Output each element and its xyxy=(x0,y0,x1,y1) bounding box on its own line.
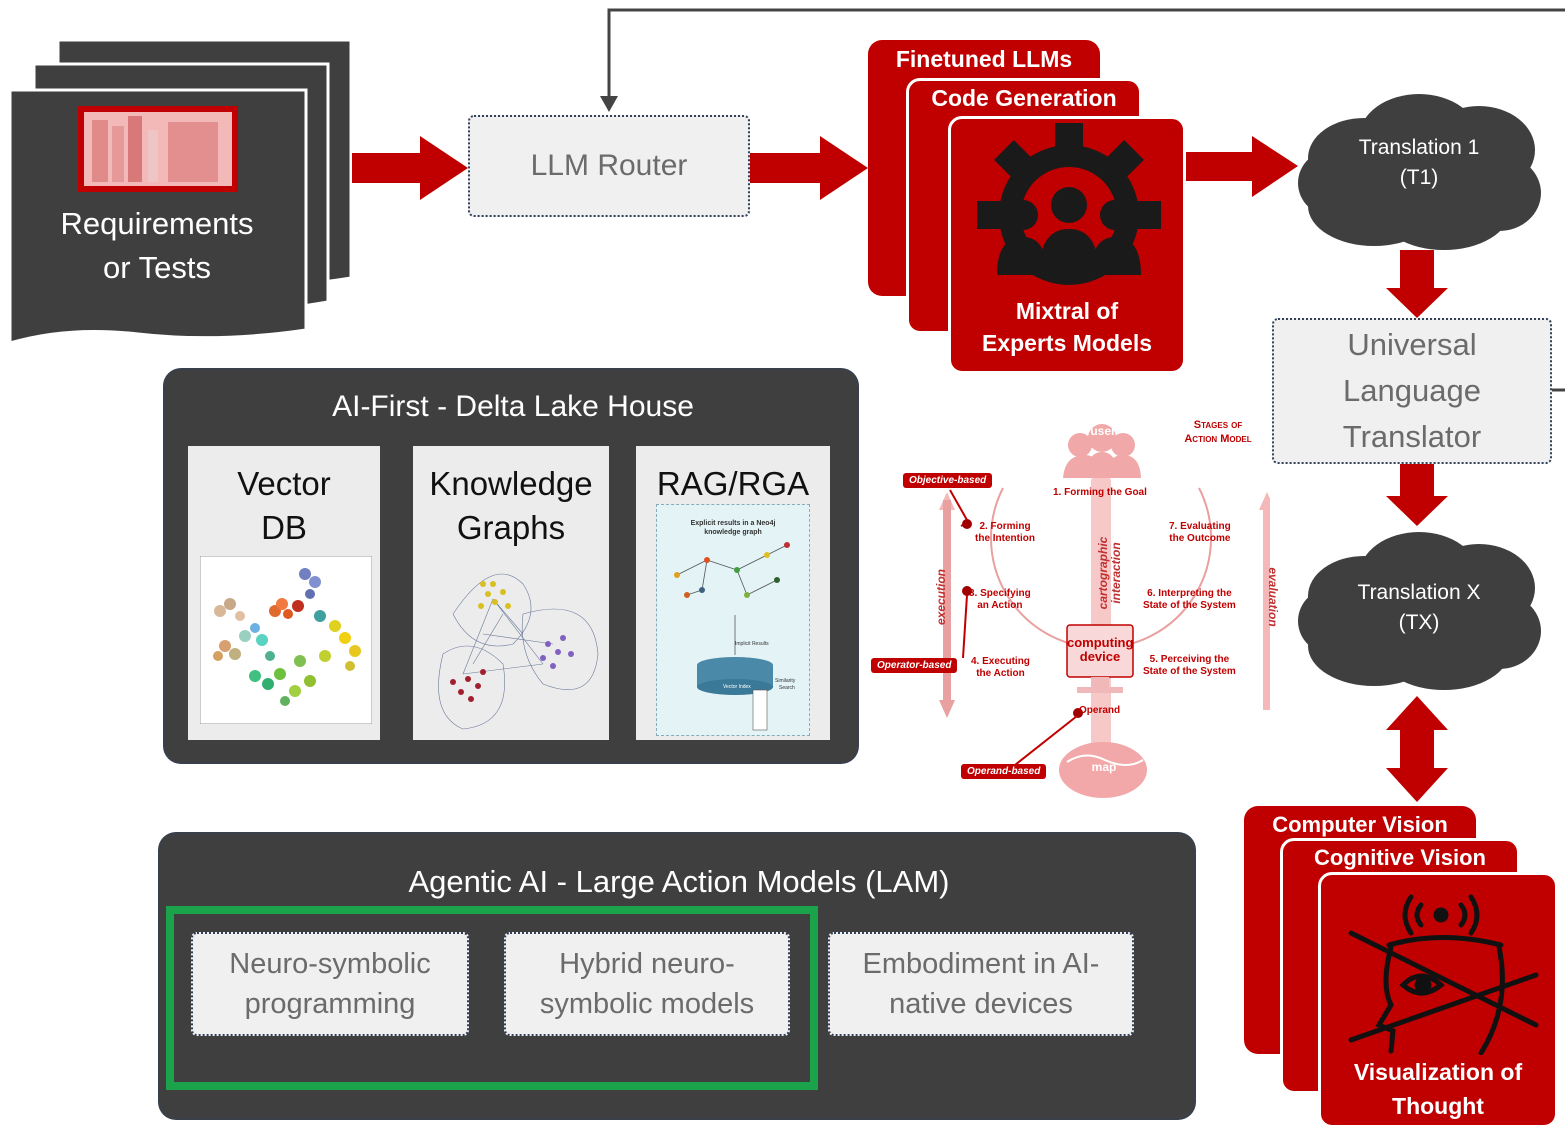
vector-db-panel[interactable]: Vector DB xyxy=(188,446,380,740)
cognitive-vision-label: Cognitive Vision xyxy=(1314,845,1486,870)
computer-vision-label: Computer Vision xyxy=(1272,812,1448,837)
arrow-to-models xyxy=(750,136,868,200)
rag-rga-panel[interactable]: RAG/RGA Explicit results in a Neo4j know… xyxy=(636,446,830,740)
cloud-shape-icon xyxy=(1298,94,1541,250)
hybrid-neuro-symbolic-box[interactable]: Hybrid neuro- symbolic models xyxy=(504,932,790,1036)
agentic-box2-line1: Hybrid neuro- xyxy=(559,948,735,980)
stage-2-line2: the Intention xyxy=(975,533,1035,544)
requirements-label-line1: Requirements xyxy=(60,206,254,241)
stage-4-line1: 4. Executing xyxy=(971,656,1030,667)
device-line1: computing xyxy=(1067,635,1134,650)
visualization-label-line2: Thought xyxy=(1392,1093,1484,1119)
action-model-diagram: Stages of Action Model user map computin… xyxy=(871,400,1280,800)
action-model-heading-line2: Action Model xyxy=(1184,433,1252,445)
head-eye-thought-icon xyxy=(1348,894,1539,1055)
requirements-label-line2: or Tests xyxy=(103,250,211,285)
stage-5-line2: State of the System xyxy=(1143,666,1236,677)
cloud-shape-icon xyxy=(1298,532,1541,690)
mixtral-label-line2: Experts Models xyxy=(982,330,1152,356)
map-label: map xyxy=(1091,760,1117,774)
stage-3-line1: 3. Specifying xyxy=(969,588,1031,599)
llm-router-box[interactable]: LLM Router xyxy=(468,115,750,217)
stage-5-line1: 5. Perceiving the xyxy=(1149,654,1230,665)
stage-2-line1: 2. Forming xyxy=(979,521,1031,532)
mixtral-label-line1: Mixtral of xyxy=(1015,298,1119,324)
arrow-to-translation1 xyxy=(1183,136,1298,197)
agentic-ai-title: Agentic AI - Large Action Models (LAM) xyxy=(408,864,950,899)
knowledge-graph-image xyxy=(438,573,599,730)
code-generation-label: Code Generation xyxy=(931,85,1117,111)
vector-db-title-line2: DB xyxy=(261,509,307,546)
agentic-box1-line1: Neuro-symbolic xyxy=(229,948,431,980)
universal-line1: Universal xyxy=(1347,327,1477,362)
knowledge-graphs-title-line1: Knowledge xyxy=(429,465,593,502)
agentic-box3-line1: Embodiment in AI- xyxy=(862,948,1100,980)
arrow-to-router xyxy=(352,136,468,200)
delta-lake-title: AI-First - Delta Lake House xyxy=(332,390,694,423)
stage-7-line2: the Outcome xyxy=(1169,533,1231,544)
universal-line2: Language xyxy=(1343,373,1481,408)
vector-scatter-image xyxy=(200,556,372,724)
translationX-line1: Translation X xyxy=(1357,581,1481,604)
rag-similarity-label: Similarity xyxy=(775,678,796,684)
user-label: user xyxy=(1090,424,1116,438)
arrow-to-universal xyxy=(1386,250,1448,318)
neuro-symbolic-highlight xyxy=(166,906,818,1090)
stage-4-line2: the Action xyxy=(976,668,1025,679)
universal-translator-box[interactable]: Universal Language Translator xyxy=(1272,318,1552,464)
device-line2: device xyxy=(1079,649,1121,664)
agentic-box1-line2: programming xyxy=(244,988,416,1020)
agentic-box2-line2: symbolic models xyxy=(539,988,755,1020)
stage-7-line1: 7. Evaluating xyxy=(1169,521,1231,532)
knowledge-graphs-panel[interactable]: Knowledge Graphs xyxy=(413,446,609,740)
visualization-label-line1: Visualization of xyxy=(1353,1059,1523,1085)
execution-label: execution xyxy=(934,569,948,626)
mixtral-experts-card[interactable]: Mixtral of Experts Models xyxy=(948,116,1186,374)
neuro-symbolic-programming-box[interactable]: Neuro-symbolic programming xyxy=(191,932,469,1036)
action-model-heading-line1: Stages of xyxy=(1193,419,1243,431)
visualization-of-thought-card[interactable]: Visualization of Thought xyxy=(1318,872,1558,1128)
arrow-to-translationX xyxy=(1386,464,1448,526)
books-image xyxy=(78,106,238,192)
rag-caption-line1: Explicit results in a Neo4j xyxy=(690,520,776,527)
operand-label: Operand xyxy=(1079,705,1121,716)
finetuned-llms-label: Finetuned LLMs xyxy=(895,46,1073,72)
stage-3-line2: an Action xyxy=(977,600,1023,611)
operator-based-badge: Operator-based xyxy=(871,658,958,673)
cartographic-line2: interaction xyxy=(1109,542,1123,604)
rag-implicit-label: Implicit Results xyxy=(735,641,769,647)
evaluation-label: evaluation xyxy=(1266,567,1280,627)
operand-based-badge: Operand-based xyxy=(961,764,1047,779)
stage-6-line1: 6. Interpreting the xyxy=(1147,588,1232,599)
translationX-line2: (TX) xyxy=(1398,611,1440,634)
rag-rga-title: RAG/RGA xyxy=(656,465,810,502)
rag-search-label: Search xyxy=(779,685,795,691)
translation1-line2: (T1) xyxy=(1399,166,1439,189)
rag-caption-line2: knowledge graph xyxy=(704,529,762,536)
embodiment-box[interactable]: Embodiment in AI- native devices xyxy=(828,932,1134,1036)
translation1-cloud[interactable]: Translation 1 (T1) xyxy=(1294,88,1544,256)
translation1-line1: Translation 1 xyxy=(1358,136,1480,159)
objective-based-badge: Objective-based xyxy=(903,473,993,488)
vector-db-title-line1: Vector xyxy=(237,465,331,502)
stage-6-line2: State of the System xyxy=(1143,600,1236,611)
knowledge-graphs-title-line2: Graphs xyxy=(456,509,566,546)
rag-diagram-image: Explicit results in a Neo4j knowledge gr… xyxy=(656,504,810,736)
stage-1: 1. Forming the Goal xyxy=(1053,487,1147,498)
translationX-cloud[interactable]: Translation X (TX) xyxy=(1294,526,1544,696)
agentic-box3-line2: native devices xyxy=(889,988,1073,1020)
rag-vector-index-label: Vector Index xyxy=(723,684,751,690)
universal-line3: Translator xyxy=(1342,419,1482,454)
arrow-double-vision xyxy=(1386,696,1448,802)
requirements-stack: Requirements or Tests xyxy=(8,38,353,363)
experts-gear-icon xyxy=(977,123,1161,285)
llm-router-label: LLM Router xyxy=(530,149,688,182)
